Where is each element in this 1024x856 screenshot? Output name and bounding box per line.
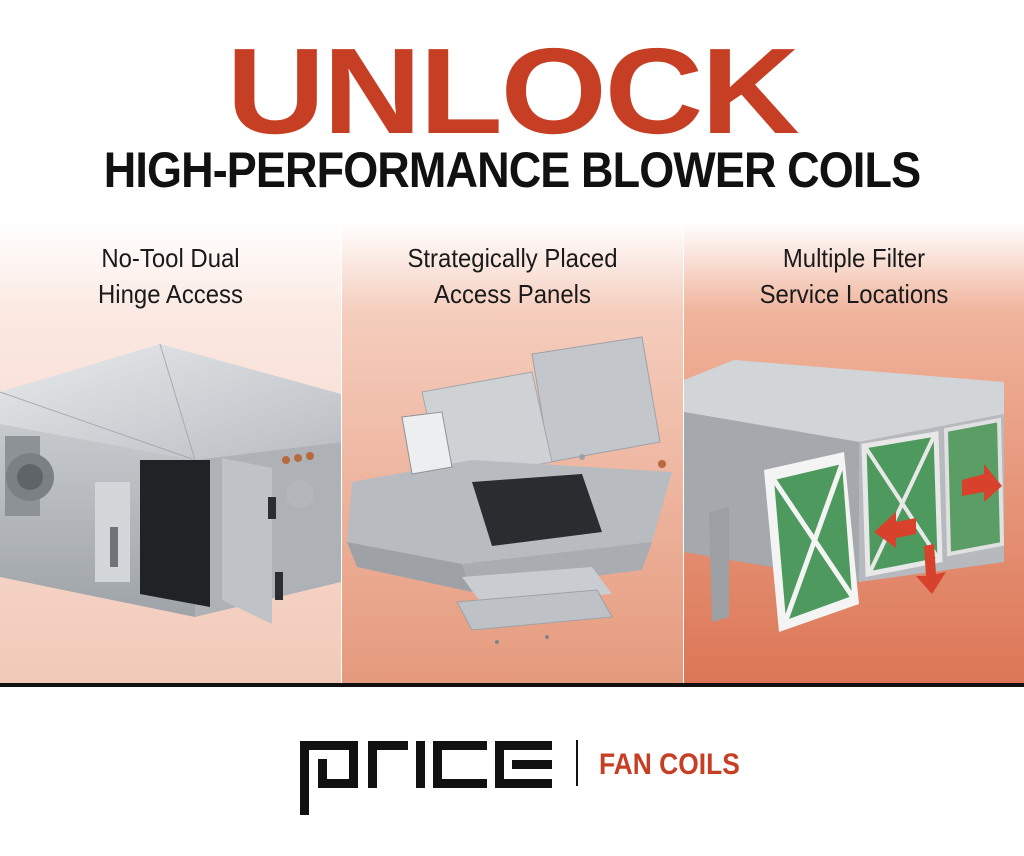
blower-coil-exploded-panels-illustration xyxy=(347,336,672,644)
subheadline: HIGH-PERFORMANCE BLOWER COILS xyxy=(103,142,921,198)
feature-caption-line1: No-Tool Dual xyxy=(101,243,240,273)
logo-separator xyxy=(576,740,578,786)
feature-panels: No-Tool Dual Hinge Access xyxy=(0,222,1024,683)
feature-caption: Multiple Filter Service Locations xyxy=(698,240,1011,312)
feature-caption-line2: Service Locations xyxy=(759,279,949,309)
headline: UNLOCK xyxy=(226,23,799,159)
price-logo xyxy=(300,741,552,815)
feature-panel-filter-service: Multiple Filter Service Locations xyxy=(684,222,1024,683)
blower-coil-hinged-door-illustration xyxy=(0,343,341,624)
brand-tagline: FAN COILS xyxy=(599,748,740,781)
blower-coil-filter-rack-illustration xyxy=(684,360,1005,632)
feature-caption-line1: Multiple Filter xyxy=(782,243,926,273)
feature-caption-line2: Hinge Access xyxy=(98,279,243,309)
feature-panel-access-panels: Strategically Placed Access Panels xyxy=(341,222,684,683)
feature-caption: Strategically Placed Access Panels xyxy=(356,240,670,312)
feature-caption-line1: Strategically Placed xyxy=(407,243,618,273)
feature-panel-hinge-access: No-Tool Dual Hinge Access xyxy=(0,222,341,683)
feature-caption-line2: Access Panels xyxy=(434,279,591,309)
footer-divider xyxy=(0,683,1024,687)
feature-caption: No-Tool Dual Hinge Access xyxy=(14,240,328,312)
